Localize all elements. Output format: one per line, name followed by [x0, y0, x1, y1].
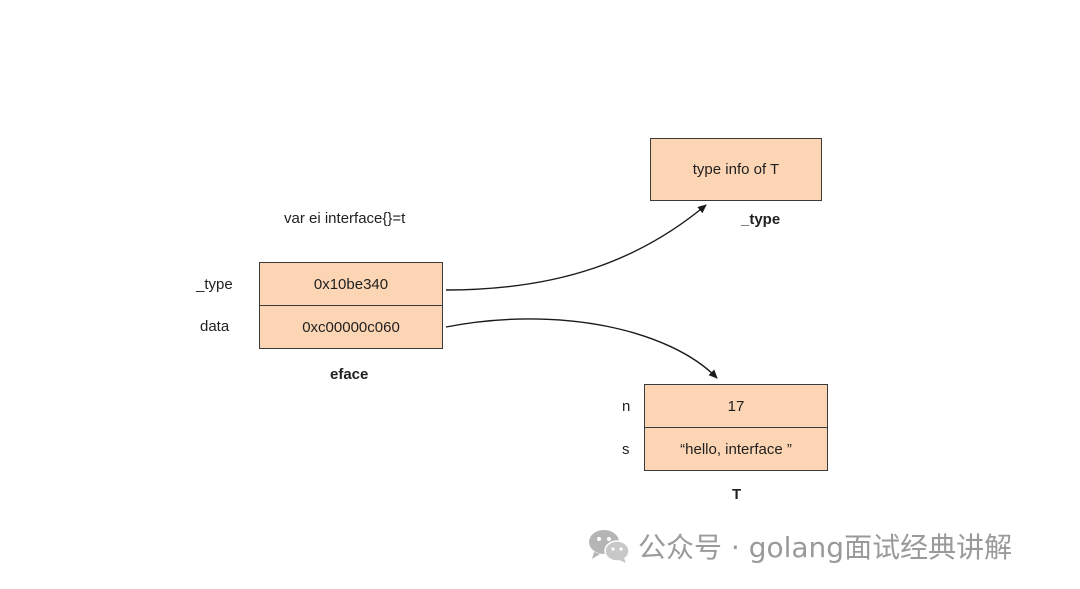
type-info-box: type info of T: [650, 138, 822, 201]
t-field-n-label: n: [622, 398, 631, 415]
watermark-text: 公众号 · golang面试经典讲解: [638, 531, 1013, 564]
eface-field-type-label: _type: [196, 276, 233, 293]
t-s-value: “hello, interface ”: [680, 440, 792, 458]
watermark: 公众号 · golang面试经典讲解: [588, 526, 1012, 566]
eface-data-cell: 0xc00000c060: [259, 305, 443, 349]
eface-caption: eface: [330, 366, 369, 383]
t-s-cell: “hello, interface ”: [644, 427, 828, 471]
code-line: var ei interface{}=t: [284, 210, 406, 227]
t-field-s-label: s: [622, 441, 630, 458]
eface-type-cell: 0x10be340: [259, 262, 443, 306]
eface-field-data-label: data: [200, 318, 230, 335]
arrow-data-to-T: [445, 318, 718, 379]
t-caption: T: [732, 486, 742, 503]
t-n-value: 17: [727, 397, 745, 415]
eface-data-value: 0xc00000c060: [302, 318, 400, 336]
t-n-cell: 17: [644, 384, 828, 428]
eface-type-value: 0x10be340: [313, 275, 389, 293]
arrow-type-to-typeinfo: [445, 204, 707, 291]
type-info-caption: _type: [741, 211, 781, 228]
type-info-text: type info of T: [692, 161, 780, 178]
wechat-icon: [588, 528, 630, 564]
